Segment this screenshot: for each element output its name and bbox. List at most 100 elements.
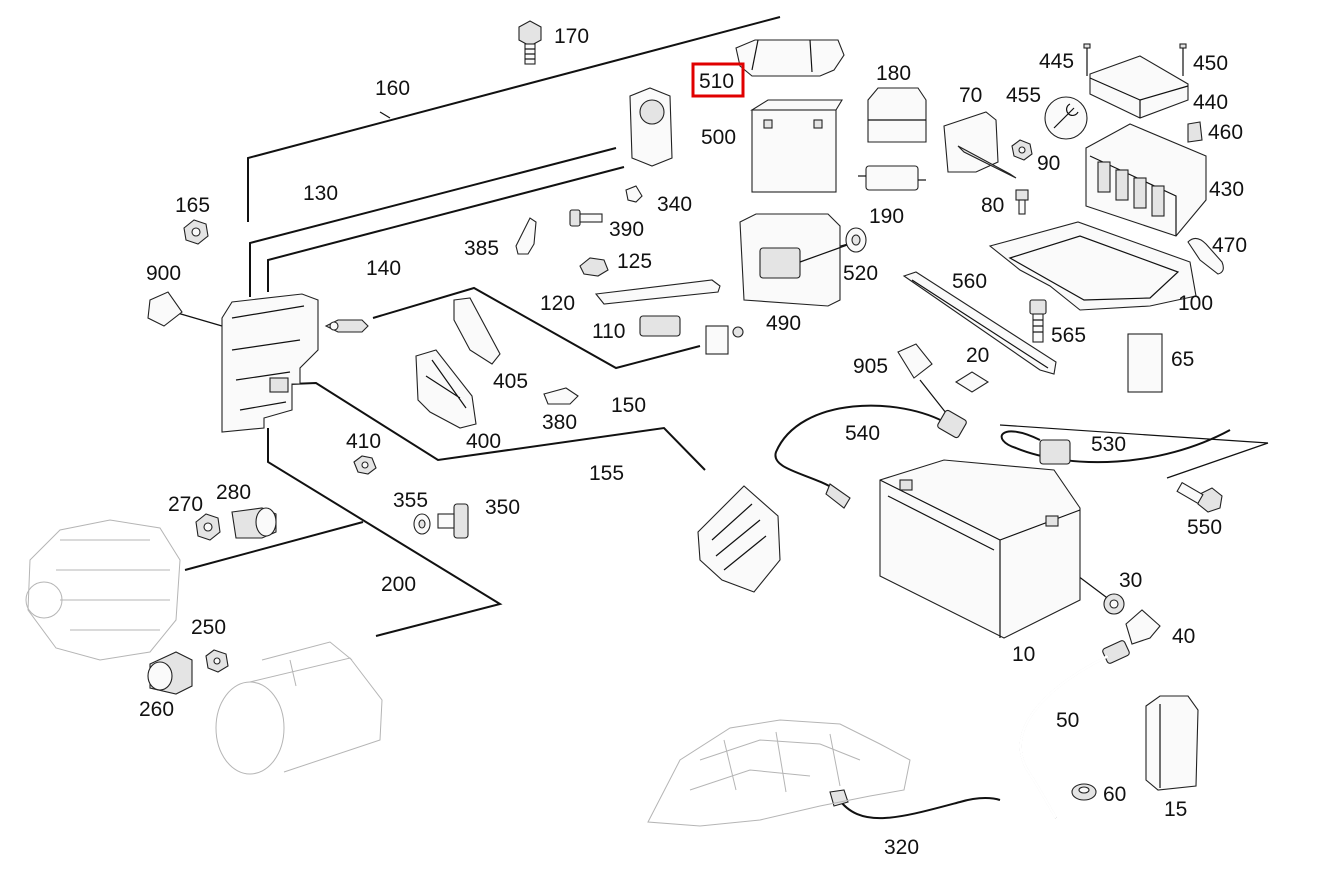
label-455[interactable]: 455 [1006, 84, 1041, 107]
part-65-sheet [1127, 333, 1163, 393]
label-140[interactable]: 140 [366, 257, 401, 280]
part-510-cover [735, 39, 845, 77]
label-260[interactable]: 260 [139, 698, 174, 721]
label-20[interactable]: 20 [966, 344, 989, 367]
part-380-clip [543, 387, 579, 405]
label-400[interactable]: 400 [466, 430, 501, 453]
part-455-wrench-icon [1044, 96, 1088, 140]
label-905[interactable]: 905 [853, 355, 888, 378]
part-150-terminal [705, 325, 744, 355]
label-130[interactable]: 130 [303, 182, 338, 205]
part-540-cable [774, 404, 967, 509]
label-520[interactable]: 520 [843, 262, 878, 285]
part-405-plate [453, 297, 501, 365]
label-120[interactable]: 120 [540, 292, 575, 315]
part-500-battery-small [750, 99, 843, 193]
label-405[interactable]: 405 [493, 370, 528, 393]
part-40-connector [1102, 609, 1161, 664]
label-50[interactable]: 50 [1056, 709, 1079, 732]
engine-ghost-outline [647, 719, 911, 827]
part-905-tag [897, 343, 933, 379]
label-165[interactable]: 165 [175, 194, 210, 217]
label-280[interactable]: 280 [216, 481, 251, 504]
part-445-screw [1083, 43, 1091, 76]
part-50-hose [1019, 654, 1109, 819]
label-490[interactable]: 490 [766, 312, 801, 335]
label-390[interactable]: 390 [609, 218, 644, 241]
part-900-tag [147, 291, 183, 327]
part-460-plug [1187, 121, 1203, 143]
part-280-cap [231, 507, 277, 539]
part-350-stud [437, 503, 469, 539]
label-60[interactable]: 60 [1103, 783, 1126, 806]
label-190[interactable]: 190 [869, 205, 904, 228]
label-30[interactable]: 30 [1119, 569, 1142, 592]
part-70-panel [943, 111, 1017, 179]
label-250[interactable]: 250 [191, 616, 226, 639]
label-445[interactable]: 445 [1039, 50, 1074, 73]
part-450-screw [1179, 43, 1187, 76]
part-15-cover [1145, 695, 1199, 791]
part-440-control-unit [1089, 55, 1189, 119]
part-60-grommet [1071, 783, 1097, 801]
label-530[interactable]: 530 [1091, 433, 1126, 456]
label-180[interactable]: 180 [876, 62, 911, 85]
label-200[interactable]: 200 [381, 573, 416, 596]
part-250-nut [205, 649, 229, 673]
label-110[interactable]: 110 [592, 320, 625, 343]
label-70[interactable]: 70 [959, 84, 982, 107]
label-440[interactable]: 440 [1193, 91, 1228, 114]
part-560-rail [902, 271, 1057, 375]
part-385-bracket [515, 217, 537, 255]
part-270-nut [195, 513, 221, 541]
label-10[interactable]: 10 [1012, 643, 1035, 666]
label-560[interactable]: 560 [952, 270, 987, 293]
part-30-terminal [1103, 593, 1125, 615]
alternator-ghost-outline [25, 519, 181, 661]
label-410[interactable]: 410 [346, 430, 381, 453]
label-340[interactable]: 340 [657, 193, 692, 216]
label-540[interactable]: 540 [845, 422, 880, 445]
label-270[interactable]: 270 [168, 493, 203, 516]
label-100[interactable]: 100 [1178, 292, 1213, 315]
label-125[interactable]: 125 [617, 250, 652, 273]
label-355[interactable]: 355 [393, 489, 428, 512]
part-190-module [858, 165, 926, 191]
label-430[interactable]: 430 [1209, 178, 1244, 201]
label-40[interactable]: 40 [1172, 625, 1195, 648]
label-15[interactable]: 15 [1164, 798, 1187, 821]
label-150[interactable]: 150 [611, 394, 646, 417]
label-90[interactable]: 90 [1037, 152, 1060, 175]
part-20-pad [954, 371, 990, 393]
part-490-housing [739, 213, 851, 307]
label-65[interactable]: 65 [1171, 348, 1194, 371]
part-170-bolt [518, 20, 542, 65]
label-80[interactable]: 80 [981, 194, 1004, 217]
part-550-bolt [1176, 481, 1223, 513]
callout-labels: 170 160 510 180 70 455 445 450 440 460 5… [139, 25, 1247, 859]
part-120-gasket [594, 279, 721, 305]
label-350[interactable]: 350 [485, 496, 520, 519]
label-320[interactable]: 320 [884, 836, 919, 859]
label-900[interactable]: 900 [146, 262, 181, 285]
label-500[interactable]: 500 [701, 126, 736, 149]
label-160[interactable]: 160 [375, 77, 410, 100]
label-470[interactable]: 470 [1212, 234, 1247, 257]
label-380[interactable]: 380 [542, 411, 577, 434]
part-160-relay-box [629, 87, 673, 167]
label-385[interactable]: 385 [464, 237, 499, 260]
label-460[interactable]: 460 [1208, 121, 1243, 144]
part-320-cable [829, 789, 1001, 819]
label-550[interactable]: 550 [1187, 516, 1222, 539]
label-510[interactable]: 510 [699, 70, 734, 93]
label-170[interactable]: 170 [554, 25, 589, 48]
part-355-washer [413, 513, 431, 535]
label-565[interactable]: 565 [1051, 324, 1086, 347]
label-450[interactable]: 450 [1193, 52, 1228, 75]
part-100-tray [988, 221, 1197, 311]
part-110-block [639, 315, 681, 337]
part-260-cap [147, 651, 193, 695]
label-155[interactable]: 155 [589, 462, 624, 485]
part-565-bolt [1029, 299, 1047, 343]
part-165-nut [183, 219, 209, 245]
